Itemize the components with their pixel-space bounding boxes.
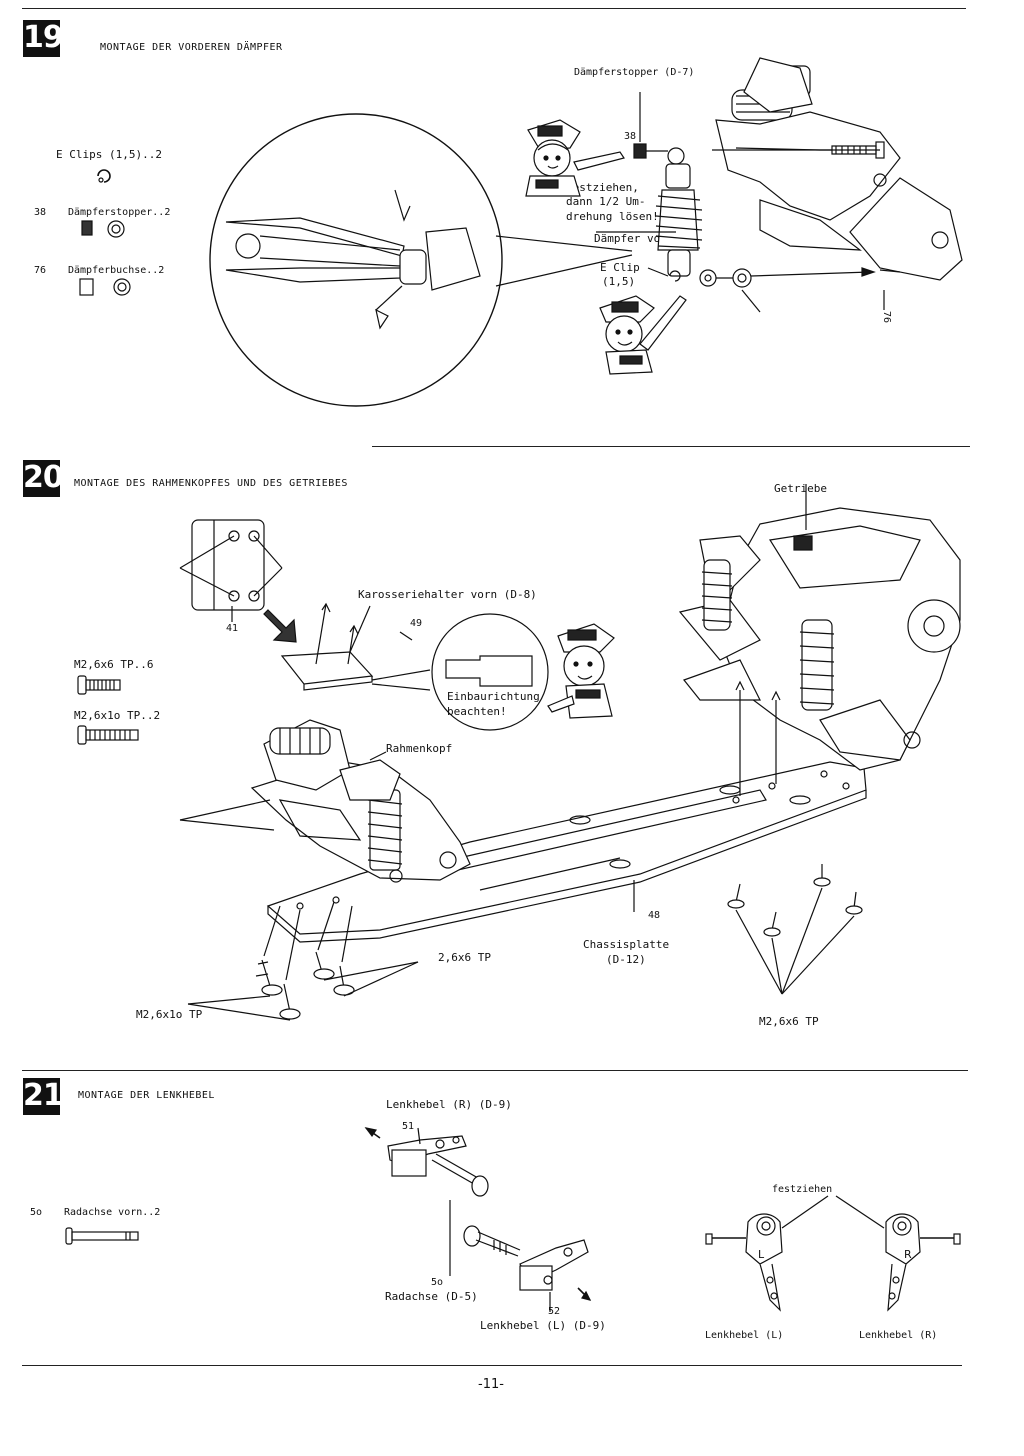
- screw-right-callout: M2,6x6 TP: [759, 1015, 819, 1028]
- part-50-label: Radachse vorn..2: [64, 1207, 161, 1218]
- step-21-number: 21: [23, 1078, 64, 1115]
- body-mount-front-part: [280, 602, 431, 691]
- mascot-character-3: [547, 623, 615, 719]
- body-mount-plate-detail: [179, 519, 283, 622]
- mascot-character-2: [599, 295, 687, 375]
- install-note-1: Einbaurichtung: [447, 690, 540, 703]
- part-screw-6-label: M2,6x6 TP..6: [74, 658, 154, 671]
- lever-l-mark: L: [758, 1248, 765, 1261]
- lever-r-diagram: [835, 1195, 961, 1312]
- tip-line-2: dann 1/2 Um-: [566, 195, 646, 208]
- chassis-callout-2: (D-12): [606, 953, 646, 966]
- front-suspension-assembly-19: [596, 57, 963, 313]
- step-19-title: MONTAGE DER VORDEREN DÄMPFER: [100, 42, 283, 53]
- callout-51: 51: [402, 1121, 415, 1132]
- tip-line-1: festziehen,: [566, 181, 639, 194]
- steering-lever-r-part: [364, 1127, 467, 1177]
- tip-line-3: drehung lösen!: [566, 210, 659, 223]
- part-76-label: Dämpferbuchse..2: [68, 265, 165, 276]
- lever-l-bottom-label: Lenkhebel (L): [705, 1330, 784, 1341]
- magnifier-detail-19: [209, 113, 633, 407]
- callout-48: 48: [648, 910, 661, 921]
- top-rule: [22, 8, 966, 9]
- callout-52: 52: [548, 1306, 561, 1317]
- callout-41: 41: [226, 623, 239, 634]
- eclip-icon: [97, 169, 111, 183]
- frame-head-assembly: [179, 719, 471, 883]
- part-38-num: 38: [34, 207, 47, 218]
- step-20-number: 20: [23, 460, 64, 497]
- axle-callout: Radachse (D-5): [385, 1290, 478, 1303]
- lever-l-diagram: [705, 1195, 829, 1312]
- lever-r-bottom-label: Lenkhebel (R): [859, 1330, 938, 1341]
- lever-r-callout: Lenkhebel (R) (D-9): [386, 1098, 512, 1111]
- axle-pin-lower: [449, 1200, 521, 1276]
- callout-38: 38: [624, 131, 637, 142]
- part-screw-10-label: M2,6x1o TP..2: [74, 709, 161, 722]
- install-direction-magnifier: [399, 613, 549, 731]
- divider-19-20: [372, 446, 970, 447]
- part-50-num: 5o: [30, 1207, 43, 1218]
- eclip-callout-1: E Clip: [600, 261, 640, 274]
- tighten-callout: festziehen: [772, 1184, 833, 1195]
- frame-head-callout: Rahmenkopf: [386, 742, 453, 755]
- axle-part-icon: [65, 1227, 139, 1245]
- chassis-plate: [266, 761, 867, 943]
- stopper-callout: Dämpferstopper (D-7): [574, 67, 695, 78]
- chassis-screws-left: [187, 901, 419, 1021]
- part-76-num: 76: [34, 265, 47, 276]
- lever-r-mark: R: [904, 1248, 912, 1261]
- chassis-callout-1: Chassisplatte: [583, 938, 670, 951]
- screw-6-part-icon: [77, 675, 121, 695]
- step-19-number: 19: [23, 20, 64, 57]
- lever-l-callout: Lenkhebel (L) (D-9): [480, 1319, 606, 1332]
- gearbox-assembly: [678, 484, 961, 796]
- body-mount-callout: Karosseriehalter vorn (D-8): [358, 588, 537, 601]
- chassis-screws-right: [727, 864, 863, 995]
- eclip-callout-2: (1,5): [602, 275, 636, 288]
- stopper-part-icon: [81, 220, 125, 238]
- callout-49: 49: [410, 618, 423, 629]
- page-number: -11-: [478, 1377, 504, 1392]
- part-38-label: Dämpferstopper..2: [68, 207, 171, 218]
- divider-20-21: [22, 1070, 968, 1071]
- steering-lever-l-part: [519, 1239, 592, 1312]
- bushing-part-icon: [79, 278, 131, 296]
- step-20-title: MONTAGE DES RAHMENKOPFES UND DES GETRIEB…: [74, 478, 348, 489]
- gearbox-callout: Getriebe: [774, 482, 827, 495]
- screw-10-part-icon: [77, 725, 139, 745]
- install-note-2: beachten!: [447, 705, 507, 718]
- step-21-title: MONTAGE DER LENKHEBEL: [78, 1090, 215, 1101]
- direction-arrow-icon: [263, 609, 297, 643]
- mascot-character-1: [525, 119, 625, 197]
- part-eclip-label: E Clips (1,5)..2: [56, 148, 162, 161]
- screw-left-callout: M2,6x1o TP: [136, 1008, 203, 1021]
- axle-pin-upper: [431, 1153, 489, 1197]
- callout-50: 5o: [431, 1277, 444, 1288]
- bottom-rule: [22, 1365, 962, 1366]
- damper-callout: Dämpfer vorn: [594, 232, 674, 245]
- screw-mid-callout: 2,6x6 TP: [438, 951, 491, 964]
